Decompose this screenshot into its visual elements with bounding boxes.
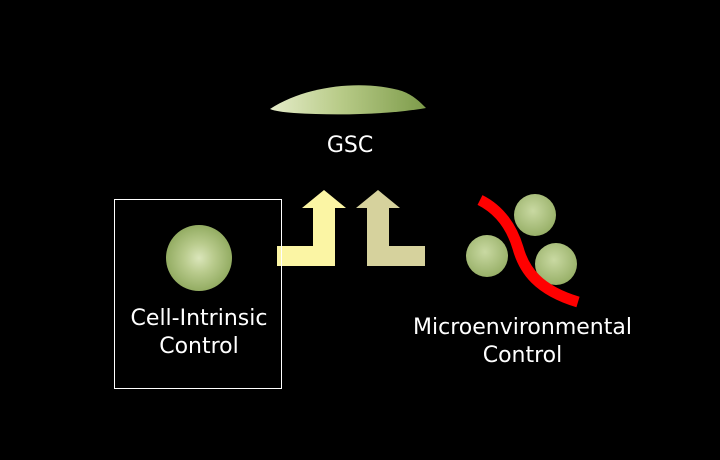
- intrinsic-cell: [166, 225, 232, 291]
- micro-arrow: [356, 190, 425, 266]
- niche-cell-left: [466, 235, 508, 277]
- microenvironmental-label-line-1: Microenvironmental: [413, 315, 632, 340]
- cell-intrinsic-label: Cell-Intrinsic Control: [114, 305, 284, 361]
- cell-intrinsic-label-line-1: Cell-Intrinsic: [130, 306, 268, 331]
- niche-boundary-curve: [477, 195, 580, 308]
- intrinsic-arrow: [277, 190, 346, 266]
- cell-intrinsic-box: [114, 199, 282, 389]
- microenvironmental-label-line-2: Control: [482, 343, 563, 369]
- cell-intrinsic-label-line-2: Control: [159, 334, 239, 360]
- microenvironmental-label: Microenvironmental Control: [380, 314, 665, 370]
- niche-cell-top: [514, 194, 556, 236]
- gsc-cell-shape: [270, 85, 426, 115]
- gsc-label: GSC: [326, 133, 374, 158]
- niche-cell-right: [535, 243, 577, 285]
